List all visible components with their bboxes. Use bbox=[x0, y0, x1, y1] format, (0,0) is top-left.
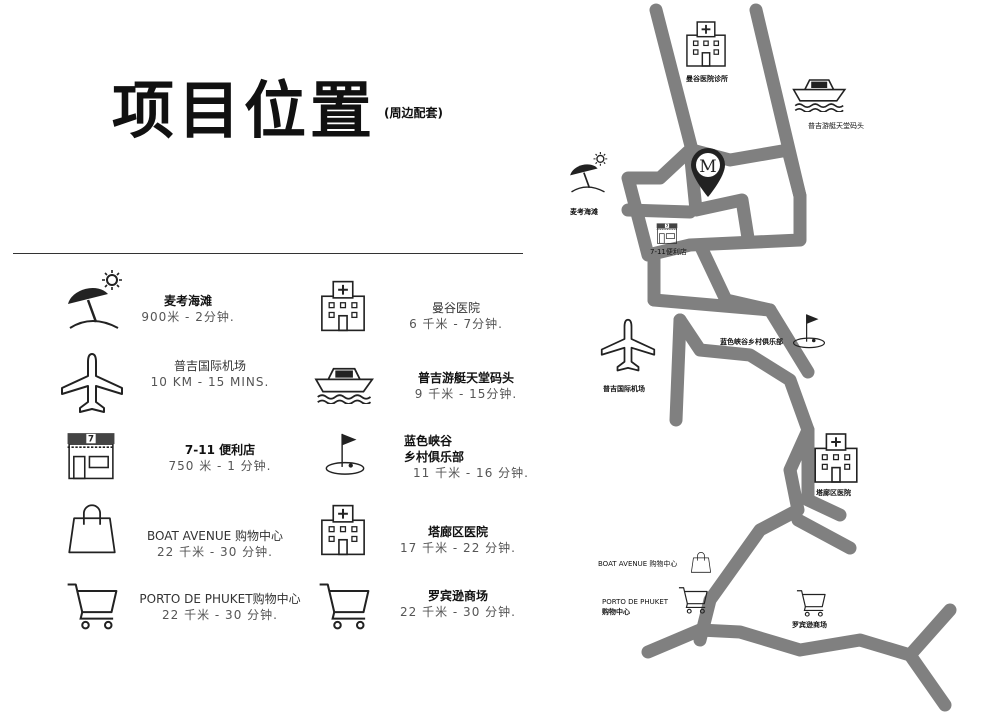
amenity-name: PORTO DE PHUKET购物中心 bbox=[139, 592, 301, 606]
map-label-boat-avenue: BOAT AVENUE 购物中心 bbox=[598, 560, 678, 568]
amenity-distance: 9 千米 - 15分钟. bbox=[414, 387, 518, 401]
amenity-name: 曼谷医院 bbox=[431, 301, 480, 315]
shopping-cart-icon bbox=[678, 587, 708, 614]
shopping-cart-icon bbox=[64, 578, 120, 630]
amenity-distance: 750 米 - 1 分钟. bbox=[168, 459, 272, 473]
convenience-store-icon bbox=[656, 222, 678, 244]
map-label-beach: 麦考海滩 bbox=[570, 208, 598, 216]
yacht-icon bbox=[792, 79, 846, 112]
amenity-store: 7-11 便利店 750 米 - 1 分钟. bbox=[140, 442, 300, 474]
map-label-porto-line1: PORTO DE PHUKET bbox=[602, 598, 669, 606]
yacht-icon bbox=[314, 360, 376, 404]
amenity-distance: 900米 - 2分钟. bbox=[141, 310, 235, 324]
page-title: 项目位置 bbox=[112, 74, 377, 147]
amenity-name-line2: 乡村俱乐部 bbox=[404, 450, 465, 464]
amenity-distance: 22 千米 - 30 分钟. bbox=[400, 605, 516, 619]
map-label-airport: 普吉国际机场 bbox=[603, 385, 645, 393]
map-label-marina: 普吉游艇天堂码头 bbox=[808, 122, 864, 130]
beach-umbrella-sun-icon bbox=[569, 152, 609, 193]
hospital-building-icon bbox=[318, 280, 368, 332]
location-pin-m-icon: M bbox=[691, 148, 725, 197]
amenity-distance: 22 千米 - 30 分钟. bbox=[157, 545, 273, 559]
golf-flag-icon bbox=[792, 313, 826, 349]
road-map: M bbox=[569, 3, 957, 712]
amenity-distance: 17 千米 - 22 分钟. bbox=[400, 541, 516, 555]
amenity-boat-avenue: BOAT AVENUE 购物中心 22 千米 - 30 分钟. bbox=[130, 528, 300, 560]
amenity-name: 罗宾逊商场 bbox=[427, 589, 488, 603]
golf-flag-icon bbox=[322, 430, 368, 478]
amenity-distance: 6 千米 - 7分钟. bbox=[409, 317, 503, 331]
map-label-thalang-hospital: 塔廊区医院 bbox=[816, 489, 851, 497]
amenity-name: 普吉游艇天堂码头 bbox=[417, 371, 514, 385]
shopping-bag-icon bbox=[66, 502, 118, 554]
map-label-bangkok-clinic: 曼谷医院诊所 bbox=[686, 75, 728, 83]
hospital-building-icon bbox=[318, 504, 368, 556]
airplane-icon bbox=[600, 318, 656, 372]
amenity-marina: 普吉游艇天堂码头 9 千米 - 15分钟. bbox=[386, 370, 546, 402]
pin-letter: M bbox=[699, 157, 716, 177]
amenity-airport: 普吉国际机场 10 KM - 15 MINS. bbox=[130, 358, 290, 390]
amenity-name-line1: 蓝色峡谷 bbox=[404, 434, 453, 448]
roads bbox=[621, 3, 957, 712]
shopping-cart-icon bbox=[316, 578, 372, 630]
map-label-store: 7-11便利店 bbox=[650, 248, 687, 256]
amenity-beach: 麦考海滩 900米 - 2分钟. bbox=[108, 293, 268, 325]
amenity-porto: PORTO DE PHUKET购物中心 22 千米 - 30 分钟. bbox=[130, 591, 310, 623]
hospital-building-icon bbox=[685, 21, 727, 67]
airplane-icon bbox=[60, 352, 124, 416]
amenity-distance: 11 千米 - 16 分钟. bbox=[413, 466, 529, 480]
amenity-name: 7-11 便利店 bbox=[184, 443, 256, 457]
shopping-bag-icon bbox=[690, 551, 712, 573]
hospital-building-icon bbox=[814, 432, 858, 484]
amenity-name: BOAT AVENUE 购物中心 bbox=[146, 529, 284, 543]
amenity-robinson: 罗宾逊商场 22 千米 - 30 分钟. bbox=[378, 588, 538, 620]
amenity-name: 塔廊区医院 bbox=[427, 525, 488, 539]
page-subtitle: (周边配套) bbox=[384, 106, 443, 120]
map-label-robinson: 罗宾逊商场 bbox=[792, 621, 827, 629]
amenity-distance: 10 KM - 15 MINS. bbox=[150, 375, 270, 389]
amenity-bangkok-hospital: 曼谷医院 6 千米 - 7分钟. bbox=[376, 300, 536, 332]
divider bbox=[13, 253, 523, 254]
amenity-golf: 蓝色峡谷 乡村俱乐部 11 千米 - 16 分钟. bbox=[378, 433, 564, 481]
amenity-name: 麦考海滩 bbox=[163, 294, 212, 308]
map-label-porto-line2: 购物中心 bbox=[602, 608, 630, 616]
map-label-golf: 蓝色峡谷乡村俱乐部 bbox=[720, 338, 783, 346]
amenity-distance: 22 千米 - 30 分钟. bbox=[162, 608, 278, 622]
shopping-cart-icon bbox=[796, 590, 826, 617]
amenity-thalang-hospital: 塔廊区医院 17 千米 - 22 分钟. bbox=[378, 524, 538, 556]
amenity-name: 普吉国际机场 bbox=[173, 359, 246, 373]
convenience-store-icon bbox=[64, 430, 118, 480]
